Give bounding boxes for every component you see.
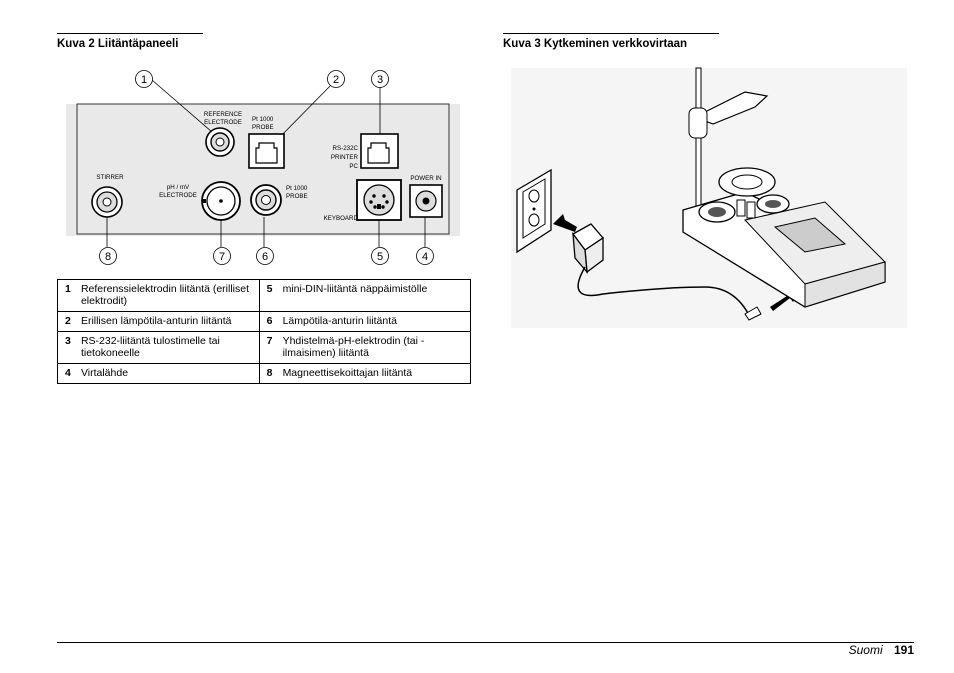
pt1000-top-rj-jack xyxy=(248,133,285,169)
legend-text: mini-DIN-liitäntä näppäimistölle xyxy=(278,279,471,312)
rs232-label-line2: PRINTER xyxy=(331,154,359,161)
power-in-jack xyxy=(409,184,443,218)
reference-label-line1: REFERENCE xyxy=(204,111,242,118)
legend-text: Erillisen lämpötila-anturin liitäntä xyxy=(76,311,260,332)
stirrer-label: STIRRER xyxy=(96,174,124,181)
page-number: 191 xyxy=(893,643,914,657)
power-in-label: POWER IN xyxy=(410,175,441,182)
rs232-label-line1: RS-232C xyxy=(333,145,359,152)
legend-number: 2 xyxy=(56,311,77,332)
power-adapter xyxy=(572,223,604,274)
legend-text: Magneettisekoittajan liitäntä xyxy=(278,363,471,384)
svg-text:4: 4 xyxy=(422,251,428,263)
pt1000-bottom-label-line1: Pt 1000 xyxy=(286,185,308,192)
legend-text: Virtalähde xyxy=(76,363,260,384)
callout-6: 6 xyxy=(256,247,274,265)
stirrer-jack xyxy=(91,186,123,218)
wall-outlet xyxy=(516,168,552,254)
legend-text: Lämpötila-anturin liitäntä xyxy=(278,311,471,332)
footer-language: Suomi xyxy=(848,643,883,657)
figure3-caption: Kuva 3 Kytkeminen verkkovirtaan xyxy=(503,33,719,50)
legend-number: 3 xyxy=(56,331,77,364)
pt1000-top-label-line2: PROBE xyxy=(252,124,274,131)
legend-text: Referenssielektrodin liitäntä (erilliset… xyxy=(76,279,260,312)
svg-text:8: 8 xyxy=(105,251,111,263)
panel-inner-outline xyxy=(76,103,450,235)
callout-4: 4 xyxy=(416,247,434,265)
ph-mv-label-line2: ELECTRODE xyxy=(159,192,197,199)
power-connection-figure xyxy=(511,67,907,328)
plug-arrow xyxy=(553,214,577,232)
footer-rule xyxy=(57,642,914,643)
reference-label-line2: ELECTRODE xyxy=(204,119,242,126)
legend-number: 8 xyxy=(258,363,279,384)
svg-text:1: 1 xyxy=(141,74,147,86)
legend-number: 5 xyxy=(258,279,279,312)
svg-text:6: 6 xyxy=(262,251,268,263)
legend-text: RS-232-liitäntä tulostimelle tai tietoko… xyxy=(76,331,260,364)
pt1000-top-label-line1: Pt 1000 xyxy=(252,116,274,123)
svg-text:3: 3 xyxy=(377,74,383,86)
legend-number: 7 xyxy=(258,331,279,364)
callout-7: 7 xyxy=(213,247,231,265)
svg-text:5: 5 xyxy=(377,251,383,263)
callout-8: 8 xyxy=(99,247,117,265)
figure2-caption: Kuva 2 Liitäntäpaneeli xyxy=(57,33,203,50)
reference-electrode-jack xyxy=(205,127,235,157)
rs232-rj-jack xyxy=(360,133,399,169)
svg-text:2: 2 xyxy=(333,74,339,86)
electrode-holder-arm xyxy=(693,91,769,125)
legend-number: 1 xyxy=(56,279,77,312)
keyboard-mini-din-jack xyxy=(356,179,402,221)
callout-1: 1 xyxy=(135,70,153,88)
legend-text: Yhdistelmä-pH-elektrodin (tai -ilmaisime… xyxy=(278,331,471,364)
pt1000-bottom-jack xyxy=(250,184,282,216)
legend-number: 6 xyxy=(258,311,279,332)
cable-plug xyxy=(744,306,762,321)
ph-mv-bnc-jack xyxy=(201,181,241,221)
power-cable xyxy=(577,266,751,318)
callout-3: 3 xyxy=(371,70,389,88)
ph-meter xyxy=(682,167,886,308)
pt1000-bottom-label-line2: PROBE xyxy=(286,193,308,200)
legend-number: 4 xyxy=(56,363,77,384)
connector-panel-figure: 1 2 3 4 5 6 7 8 REFERENCE ELECTRODE Pt 1… xyxy=(66,70,460,265)
electrode-holder-clamp xyxy=(688,107,708,139)
ph-mv-label-line1: pH / mV xyxy=(167,184,190,191)
keyboard-label: KEYBOARD xyxy=(324,215,359,222)
rs232-label-line3: PC xyxy=(349,163,358,170)
svg-text:7: 7 xyxy=(219,251,225,263)
callout-2: 2 xyxy=(327,70,345,88)
page-footer: Suomi 191 xyxy=(849,643,914,657)
callout-5: 5 xyxy=(371,247,389,265)
